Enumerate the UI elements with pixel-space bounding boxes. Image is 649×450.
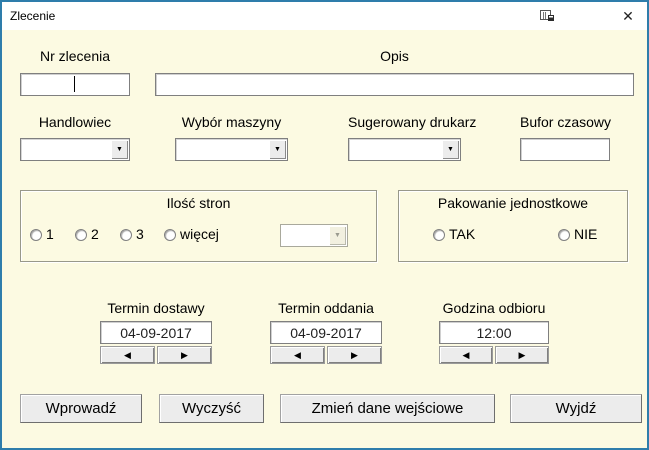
termin-oddania-label: Termin oddania <box>278 300 374 316</box>
radio-strony-3-label[interactable]: 3 <box>136 226 144 242</box>
radio-pakowanie-nie[interactable] <box>558 229 570 241</box>
spin-left-icon: ◀ <box>462 349 470 360</box>
text-caret <box>74 76 75 92</box>
bufor-czasowy-label: Bufor czasowy <box>520 114 612 130</box>
handlowiec-label: Handlowiec <box>38 114 112 130</box>
termin-dostawy-spin-up[interactable]: ▶ <box>157 346 212 364</box>
ilosc-stron-title: Ilość stron <box>166 195 231 211</box>
radio-strony-1[interactable] <box>30 229 42 241</box>
radio-pakowanie-tak[interactable] <box>433 229 445 241</box>
spin-left-icon: ◀ <box>124 349 131 360</box>
sugerowany-drukarz-label: Sugerowany drukarz <box>348 114 477 130</box>
spin-right-icon: ▶ <box>351 349 358 360</box>
dropdown-arrow-icon[interactable]: ▼ <box>269 140 286 159</box>
wprowadz-button[interactable]: Wprowadź <box>20 394 142 423</box>
spin-right-icon: ▶ <box>518 349 526 360</box>
termin-oddania-spin-up[interactable]: ▶ <box>327 346 382 364</box>
wybor-maszyny-label: Wybór maszyny <box>181 114 282 130</box>
radio-strony-wiecej[interactable] <box>164 229 176 241</box>
userform-icon <box>540 9 555 23</box>
godzina-odbioru-spin-down[interactable]: ◀ <box>439 346 493 364</box>
sugerowany-drukarz-combobox[interactable]: ▼ <box>348 138 461 161</box>
radio-pakowanie-nie-label[interactable]: NIE <box>574 226 598 242</box>
bufor-czasowy-input[interactable] <box>520 138 610 161</box>
radio-strony-2-label[interactable]: 2 <box>91 226 99 242</box>
opis-label: Opis <box>380 48 409 64</box>
nr-zlecenia-input[interactable] <box>20 73 130 96</box>
radio-pakowanie-tak-label[interactable]: TAK <box>449 226 476 242</box>
close-icon[interactable]: ✕ <box>622 7 634 24</box>
pakowanie-frame: Pakowanie jednostkowe <box>398 190 628 262</box>
radio-strony-2[interactable] <box>75 229 87 241</box>
zmien-dane-wejsciowe-button[interactable]: Zmień dane wejściowe <box>280 394 495 423</box>
form-body: Nr zlecenia Opis Handlowiec Wybór maszyn… <box>2 30 647 448</box>
godzina-odbioru-label: Godzina odbioru <box>442 300 546 316</box>
godzina-odbioru-spin-up[interactable]: ▶ <box>495 346 549 364</box>
spin-right-icon: ▶ <box>181 349 188 360</box>
godzina-odbioru-input[interactable] <box>439 321 549 344</box>
window-title: Zlecenie <box>10 9 56 23</box>
termin-oddania-input[interactable] <box>270 321 382 344</box>
titlebar[interactable]: Zlecenie ✕ <box>2 2 647 30</box>
opis-input[interactable] <box>155 73 634 96</box>
termin-oddania-spin-down[interactable]: ◀ <box>270 346 325 364</box>
dropdown-arrow-icon[interactable]: ▼ <box>442 140 459 159</box>
wyczysc-button[interactable]: Wyczyść <box>159 394 264 423</box>
dropdown-arrow-icon: ▼ <box>329 226 346 245</box>
nr-zlecenia-label: Nr zlecenia <box>39 48 111 64</box>
handlowiec-combobox[interactable]: ▼ <box>20 138 130 161</box>
termin-dostawy-spin-down[interactable]: ◀ <box>100 346 155 364</box>
radio-strony-3[interactable] <box>120 229 132 241</box>
termin-dostawy-input[interactable] <box>100 321 212 344</box>
radio-strony-1-label[interactable]: 1 <box>46 226 54 242</box>
termin-dostawy-label: Termin dostawy <box>107 300 205 316</box>
dropdown-arrow-icon[interactable]: ▼ <box>111 140 128 159</box>
spin-left-icon: ◀ <box>294 349 301 360</box>
wyjdz-button[interactable]: Wyjdź <box>510 394 642 423</box>
pakowanie-title: Pakowanie jednostkowe <box>437 195 589 211</box>
ilosc-stron-frame: Ilość stron <box>20 190 377 262</box>
radio-strony-wiecej-label[interactable]: więcej <box>180 226 219 242</box>
strony-wiecej-combobox: ▼ <box>280 224 348 247</box>
wybor-maszyny-combobox[interactable]: ▼ <box>175 138 288 161</box>
